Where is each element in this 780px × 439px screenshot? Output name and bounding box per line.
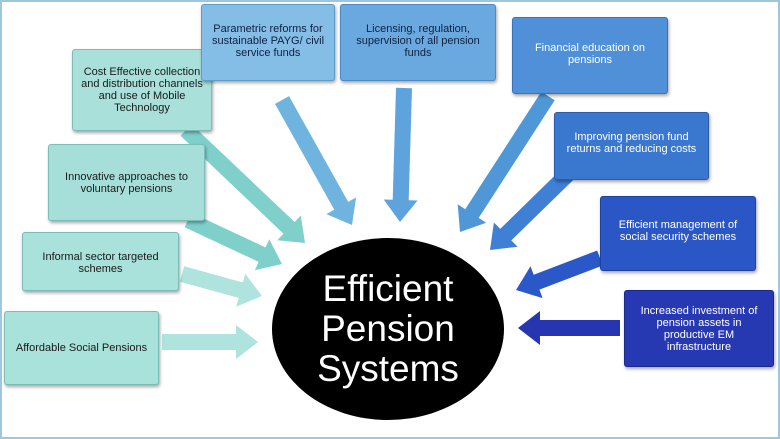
arrow-cost-effective bbox=[180, 124, 305, 243]
box-increased-investment: Increased investment of pension assets i… bbox=[624, 290, 774, 367]
center-ellipse: Efficient Pension Systems bbox=[272, 238, 504, 420]
box-efficient-management: Efficient management of social security … bbox=[600, 196, 756, 271]
arrow-parametric bbox=[275, 96, 357, 225]
box-financial-education: Financial education on pensions bbox=[512, 17, 668, 94]
arrow-informal-sector bbox=[179, 266, 262, 307]
arrow-licensing bbox=[383, 87, 418, 222]
arrow-financial-education bbox=[457, 91, 555, 232]
arrow-affordable bbox=[162, 325, 258, 359]
box-innovative-label: Innovative approaches to voluntary pensi… bbox=[65, 171, 188, 195]
box-cost-effective: Cost Effective collection and distributi… bbox=[72, 49, 212, 131]
box-parametric-label: Parametric reforms for sustainable PAYG/… bbox=[211, 23, 325, 59]
box-cost-effective-label: Cost Effective collection and distributi… bbox=[81, 66, 203, 114]
box-licensing-label: Licensing, regulation, supervision of al… bbox=[356, 23, 480, 59]
arrow-innovative bbox=[184, 212, 282, 271]
arrow-improving-returns bbox=[490, 164, 578, 250]
box-informal-sector-label: Informal sector targeted schemes bbox=[42, 251, 159, 275]
box-parametric: Parametric reforms for sustainable PAYG/… bbox=[201, 4, 335, 81]
box-innovative: Innovative approaches to voluntary pensi… bbox=[48, 144, 205, 221]
center-title-line2: Pension bbox=[321, 308, 455, 349]
box-informal-sector: Informal sector targeted schemes bbox=[22, 232, 179, 291]
box-financial-education-label: Financial education on pensions bbox=[534, 42, 646, 66]
box-improving-returns-label: Improving pension fund returns and reduc… bbox=[566, 131, 697, 155]
arrow-efficient-management bbox=[516, 250, 603, 299]
center-title-line3: Systems bbox=[317, 348, 459, 389]
box-affordable: Affordable Social Pensions bbox=[4, 311, 159, 385]
arrow-increased-investment bbox=[518, 311, 620, 345]
box-improving-returns: Improving pension fund returns and reduc… bbox=[554, 112, 709, 180]
center-title-line1: Efficient bbox=[322, 268, 454, 309]
box-efficient-management-label: Efficient management of social security … bbox=[618, 219, 738, 243]
box-affordable-label: Affordable Social Pensions bbox=[15, 342, 148, 354]
box-licensing: Licensing, regulation, supervision of al… bbox=[340, 4, 496, 81]
box-increased-investment-label: Increased investment of pension assets i… bbox=[640, 304, 758, 353]
